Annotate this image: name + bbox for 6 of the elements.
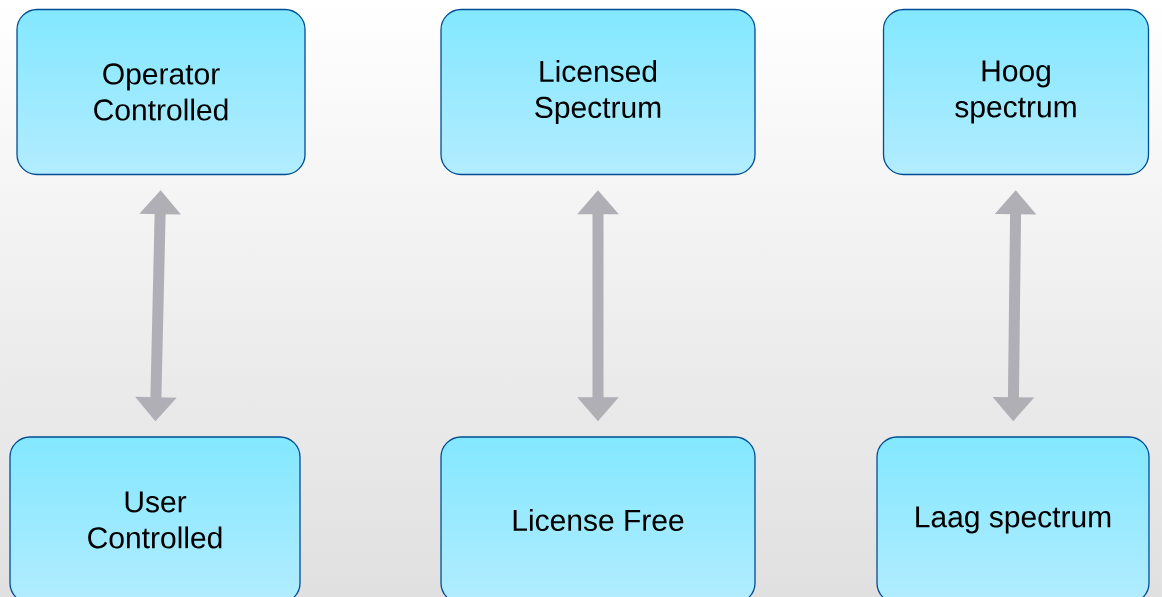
process-box: License Free: [440, 436, 756, 597]
process-box: Licensed Spectrum: [440, 8, 756, 176]
process-box: Laag spectrum: [876, 436, 1150, 597]
process-box: Operator Controlled: [16, 8, 306, 176]
process-box: User Controlled: [9, 436, 301, 597]
process-box: Hoog spectrum: [882, 8, 1150, 176]
